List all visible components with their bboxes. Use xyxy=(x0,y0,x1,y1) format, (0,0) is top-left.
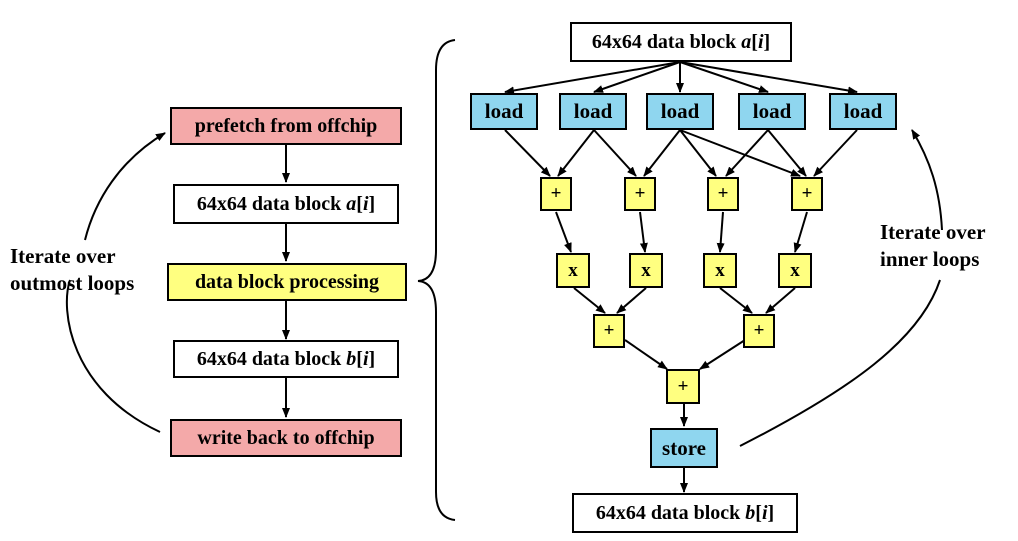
store-label: store xyxy=(662,435,706,460)
load-label: load xyxy=(573,99,613,123)
mult-box-3: x xyxy=(703,253,737,288)
add-label: + xyxy=(603,320,615,341)
mult-box-2: x xyxy=(629,253,663,288)
arrow-add-3-to-mult-3 xyxy=(716,211,725,253)
processing-box: data block processing xyxy=(167,263,407,301)
right-output-block-box: 64x64 data block b[i] xyxy=(572,493,798,533)
load-box-3: load xyxy=(646,93,714,130)
mult-label: x xyxy=(715,259,725,281)
iterate-inner-label: Iterate over inner loops xyxy=(880,220,986,271)
add-box-1: + xyxy=(540,177,572,211)
processing-label: data block processing xyxy=(194,270,380,293)
arrow-load-2-to-add-2 xyxy=(593,129,637,177)
writeback-label: write back to offchip xyxy=(197,426,375,449)
arrow-mult-2-to-add-5 xyxy=(616,287,647,314)
load-label: load xyxy=(484,99,524,123)
load-label: load xyxy=(843,99,883,123)
mult-label: x xyxy=(568,259,578,281)
arrow-load-4-to-add-3 xyxy=(725,129,769,177)
mult-box-4: x xyxy=(778,253,812,288)
load-label: load xyxy=(660,99,700,123)
add-label: + xyxy=(550,183,562,204)
right-input-block-box: 64x64 data block a[i] xyxy=(570,22,792,62)
arrow-add-2-to-mult-2 xyxy=(639,211,648,253)
add-box-2: + xyxy=(624,177,656,211)
add-label: + xyxy=(801,183,813,204)
arrow-mult-1-to-add-5 xyxy=(573,287,606,314)
right-input-block-label: 64x64 data block a[i] xyxy=(591,30,771,53)
arrow-load-3-to-add-3 xyxy=(679,129,717,177)
arrow-top-to-load-5 xyxy=(679,61,858,95)
arrow-top-to-load-4 xyxy=(679,61,769,93)
add-label: + xyxy=(677,375,689,397)
add-label: + xyxy=(717,183,729,204)
prefetch-label: prefetch from offchip xyxy=(194,114,378,137)
add-label: + xyxy=(634,183,646,204)
arrow-top-to-load-1 xyxy=(504,61,681,95)
curly-brace xyxy=(417,39,456,521)
load-box-2: load xyxy=(559,93,627,130)
prefetch-box: prefetch from offchip xyxy=(170,107,402,145)
add-box-3: + xyxy=(707,177,739,211)
arrow-iterate-outmost xyxy=(65,133,165,433)
writeback-box: write back to offchip xyxy=(170,419,402,457)
arrow-mult-3-to-add-6 xyxy=(719,287,753,314)
arrow-load-3-to-add-4 xyxy=(679,129,801,177)
arrow-load-1-to-add-1 xyxy=(504,129,551,177)
arrow-load-2-to-add-1 xyxy=(557,129,595,177)
add-box-6: + xyxy=(743,314,775,348)
left-input-block-label: 64x64 data block a[i] xyxy=(196,192,376,215)
load-box-5: load xyxy=(829,93,897,130)
left-output-block-label: 64x64 data block b[i] xyxy=(196,347,376,370)
arrow-mult-4-to-add-6 xyxy=(765,287,796,314)
add-label: + xyxy=(753,320,765,341)
add-box-4: + xyxy=(791,177,823,211)
arrow-iterate-inner xyxy=(739,130,943,447)
mult-label: x xyxy=(790,259,800,281)
arrow-load-3-to-add-2 xyxy=(643,129,681,177)
mult-label: x xyxy=(641,259,651,281)
arrow-top-to-load-2 xyxy=(593,61,681,93)
add-box-7: + xyxy=(666,369,700,404)
iterate-outmost-label: Iterate over outmost loops xyxy=(10,244,135,295)
left-input-block-box: 64x64 data block a[i] xyxy=(173,184,399,224)
arrow-add-5-to-add-7 xyxy=(624,339,668,370)
left-output-block-box: 64x64 data block b[i] xyxy=(173,340,399,378)
arrow-load-5-to-add-4 xyxy=(813,129,858,177)
load-box-1: load xyxy=(470,93,538,130)
arrow-add-6-to-add-7 xyxy=(699,339,746,370)
arrow-add-1-to-mult-1 xyxy=(555,211,572,253)
load-label: load xyxy=(752,99,792,123)
mult-box-1: x xyxy=(556,253,590,288)
store-box: store xyxy=(650,428,718,468)
load-box-4: load xyxy=(738,93,806,130)
arrow-add-4-to-mult-4 xyxy=(793,211,808,253)
right-output-block-label: 64x64 data block b[i] xyxy=(595,501,775,524)
arrow-load-4-to-add-4 xyxy=(767,129,807,177)
add-box-5: + xyxy=(593,314,625,348)
